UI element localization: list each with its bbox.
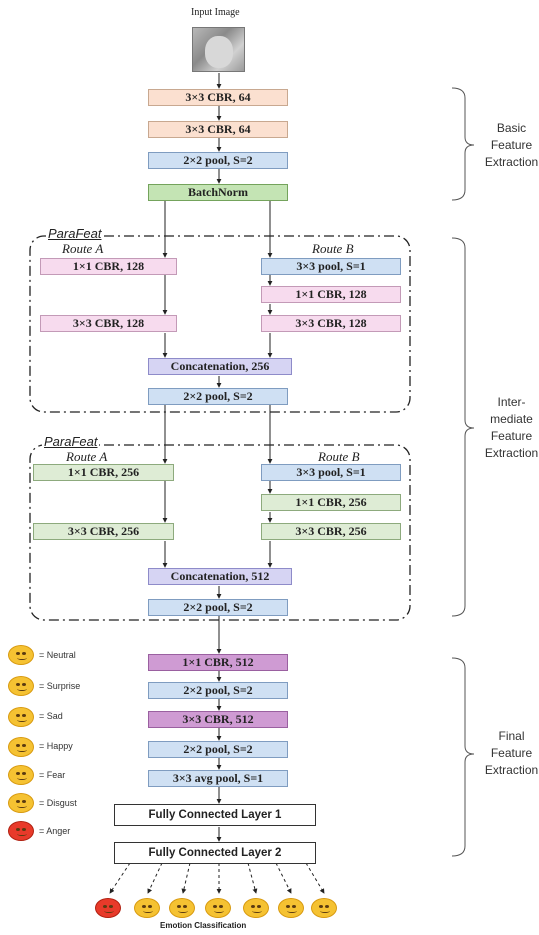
fully-connected-1: Fully Connected Layer 1	[114, 804, 316, 826]
pf2-route-a-cbr-1x1: 1×1 CBR, 256	[33, 464, 174, 481]
parafeat-1-title: ParaFeat	[46, 226, 104, 241]
pf1-route-b-pool: 3×3 pool, S=1	[261, 258, 401, 275]
brace-final	[451, 657, 475, 857]
parafeat-2-title: ParaFeat	[42, 434, 100, 449]
output-surprise-icon	[278, 898, 304, 918]
final-avg-pool: 3×3 avg pool, S=1	[148, 770, 288, 787]
legend-neutral: = Neutral	[39, 650, 76, 660]
parafeat-2-route-a: Route A	[66, 449, 108, 464]
surprise-icon	[8, 676, 34, 696]
happy-icon	[8, 737, 34, 757]
final-cbr-1x1: 1×1 CBR, 512	[148, 654, 288, 671]
input-image-label: Input Image	[191, 7, 240, 18]
output-neutral-icon	[311, 898, 337, 918]
basic-batchnorm: BatchNorm	[148, 184, 288, 201]
legend-sad: = Sad	[39, 711, 63, 721]
output-disgust-icon	[134, 898, 160, 918]
output-happy-icon	[205, 898, 231, 918]
disgust-icon	[8, 793, 34, 813]
legend-surprise: = Surprise	[39, 681, 81, 691]
basic-cbr-2: 3×3 CBR, 64	[148, 121, 288, 138]
pf2-route-b-cbr-1x1: 1×1 CBR, 256	[261, 494, 401, 511]
parafeat-2-route-b: Route B	[318, 449, 360, 464]
basic-cbr-1: 3×3 CBR, 64	[148, 89, 288, 106]
sad-icon	[8, 707, 34, 727]
pf2-pool: 2×2 pool, S=2	[148, 599, 288, 616]
anger-icon	[8, 821, 34, 841]
legend-happy: = Happy	[39, 741, 73, 751]
emotion-classification-label: Emotion Classification	[160, 921, 247, 930]
brace-basic	[451, 87, 475, 201]
final-pool-1: 2×2 pool, S=2	[148, 682, 288, 699]
fully-connected-2: Fully Connected Layer 2	[114, 842, 316, 864]
pf1-pool: 2×2 pool, S=2	[148, 388, 288, 405]
output-sad-icon	[243, 898, 269, 918]
pf1-concatenation: Concatenation, 256	[148, 358, 292, 375]
pf1-route-a-cbr-3x3: 3×3 CBR, 128	[40, 315, 177, 332]
pf2-route-a-cbr-3x3: 3×3 CBR, 256	[33, 523, 174, 540]
brace-intermediate	[451, 237, 475, 617]
neutral-icon	[8, 645, 34, 665]
legend-disgust: = Disgust	[39, 798, 77, 808]
pf1-route-b-cbr-3x3: 3×3 CBR, 128	[261, 315, 401, 332]
final-pool-2: 2×2 pool, S=2	[148, 741, 288, 758]
legend-anger: = Anger	[39, 826, 71, 836]
fear-icon	[8, 765, 34, 785]
final-cbr-3x3: 3×3 CBR, 512	[148, 711, 288, 728]
legend-fear: = Fear	[39, 770, 66, 780]
output-fear-icon	[169, 898, 195, 918]
pf1-route-a-cbr-1x1: 1×1 CBR, 128	[40, 258, 177, 275]
input-image	[192, 27, 245, 72]
basic-pool: 2×2 pool, S=2	[148, 152, 288, 169]
pf1-route-b-cbr-1x1: 1×1 CBR, 128	[261, 286, 401, 303]
output-anger-icon	[95, 898, 121, 918]
pf2-concatenation: Concatenation, 512	[148, 568, 292, 585]
parafeat-1-route-b: Route B	[312, 241, 354, 256]
pf2-route-b-pool: 3×3 pool, S=1	[261, 464, 401, 481]
parafeat-1-route-a: Route A	[62, 241, 104, 256]
pf2-route-b-cbr-3x3: 3×3 CBR, 256	[261, 523, 401, 540]
